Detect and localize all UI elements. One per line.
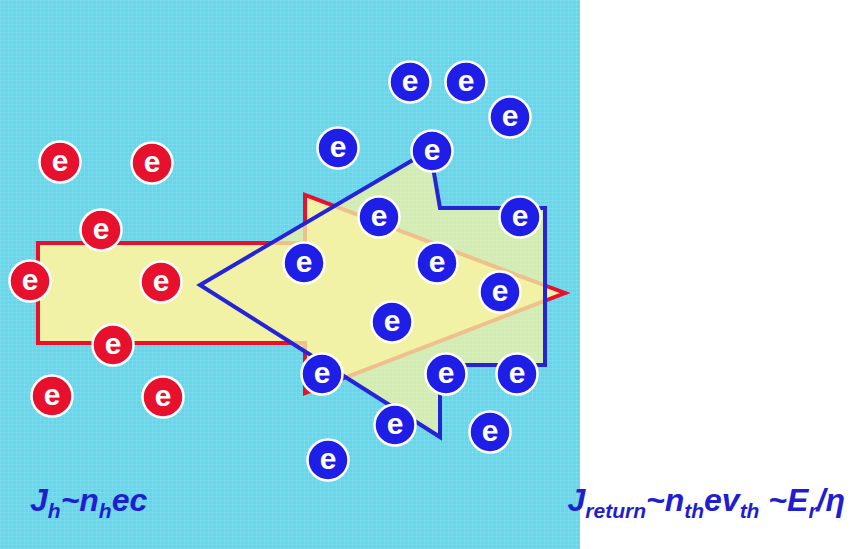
hot-current-formula: Jh~nhec xyxy=(30,482,147,519)
background-panel xyxy=(0,0,580,549)
thermal-electron: e xyxy=(370,300,414,344)
electron-label: e xyxy=(444,60,488,104)
thermal-electron: e xyxy=(444,60,488,104)
electron-label: e xyxy=(300,352,344,396)
electron-label: e xyxy=(8,259,52,303)
thermal-electron: e xyxy=(306,438,350,482)
hot-electron: e xyxy=(79,208,123,252)
electron-label: e xyxy=(424,352,468,396)
subscript: th xyxy=(684,499,704,522)
thermal-electron: e xyxy=(316,126,360,170)
thermal-electron: e xyxy=(495,352,539,396)
subscript: h xyxy=(48,499,61,522)
electron-label: e xyxy=(139,260,183,304)
electron-label: e xyxy=(357,195,401,239)
return-current-formula: Jreturn~nthevth ~Er/η xyxy=(567,482,845,519)
electron-label: e xyxy=(498,195,542,239)
thermal-electron: e xyxy=(282,241,326,285)
subscript: th xyxy=(740,499,760,522)
electron-label: e xyxy=(130,141,174,185)
thermal-electron: e xyxy=(410,129,454,173)
hot-electron: e xyxy=(30,374,74,418)
thermal-electron: e xyxy=(488,95,532,139)
subscript: r xyxy=(808,499,816,522)
electron-label: e xyxy=(282,241,326,285)
electron-label: e xyxy=(373,403,417,447)
thermal-electron: e xyxy=(357,195,401,239)
electron-label: e xyxy=(370,300,414,344)
hot-electron: e xyxy=(141,375,185,419)
thermal-electron: e xyxy=(498,195,542,239)
hot-electron: e xyxy=(139,260,183,304)
formula-part: ~E xyxy=(759,482,808,518)
electron-label: e xyxy=(141,375,185,419)
thermal-electron: e xyxy=(415,241,459,285)
hot-electron: e xyxy=(8,259,52,303)
return-current-arrow xyxy=(200,150,545,437)
subscript: h xyxy=(99,499,112,522)
formula-part: ec xyxy=(112,482,148,518)
electron-label: e xyxy=(306,438,350,482)
formula-part: ~n xyxy=(646,482,684,518)
electron-label: e xyxy=(488,95,532,139)
hot-electron: e xyxy=(38,140,82,184)
thermal-electron: e xyxy=(373,403,417,447)
hot-electron: e xyxy=(130,141,174,185)
formula-part: J xyxy=(30,482,48,518)
formula-part: J xyxy=(567,482,585,518)
electron-label: e xyxy=(495,352,539,396)
thermal-electron: e xyxy=(388,60,432,104)
thermal-electron: e xyxy=(478,270,522,314)
electron-label: e xyxy=(478,270,522,314)
electron-label: e xyxy=(415,241,459,285)
electron-label: e xyxy=(30,374,74,418)
electron-label: e xyxy=(468,410,512,454)
electron-label: e xyxy=(79,208,123,252)
formula-part: /η xyxy=(817,482,845,518)
formula-part: ev xyxy=(704,482,740,518)
thermal-electron: e xyxy=(468,410,512,454)
electron-label: e xyxy=(410,129,454,173)
thermal-electron: e xyxy=(300,352,344,396)
electron-label: e xyxy=(316,126,360,170)
electron-label: e xyxy=(38,140,82,184)
subscript: return xyxy=(585,499,646,522)
electron-label: e xyxy=(388,60,432,104)
hot-electron: e xyxy=(91,323,135,367)
formula-part: ~n xyxy=(61,482,99,518)
thermal-electron: e xyxy=(424,352,468,396)
electron-label: e xyxy=(91,323,135,367)
